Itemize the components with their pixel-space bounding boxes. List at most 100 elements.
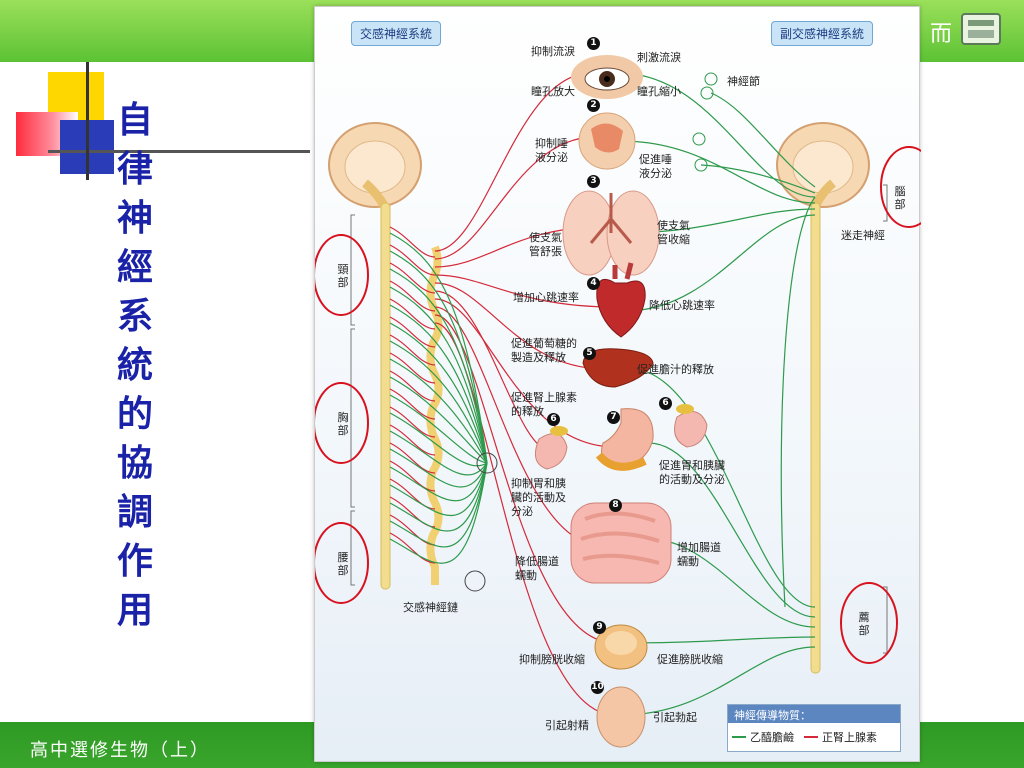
effect-label-genital-left: 引起射精 — [545, 719, 589, 732]
title-char: 經 — [116, 246, 153, 288]
spinal-chain-connection — [389, 244, 436, 276]
lung-illustration — [562, 190, 660, 276]
spinal-chain-connection — [389, 226, 436, 258]
preganglionic-fiber — [389, 430, 488, 476]
cranial-nerve — [700, 164, 816, 194]
parasympathetic-header: 副交感神經系統 — [771, 21, 874, 46]
nerve-pathways — [389, 72, 816, 716]
effect-label-intestine-right: 增加腸道 蠕動 — [677, 541, 721, 568]
effect-label-genital-right: 引起勃起 — [653, 711, 697, 724]
sympathetic-nerve — [434, 322, 616, 716]
preganglionic-fiber — [389, 462, 488, 532]
bladder-illustration — [594, 624, 648, 670]
left-spinal-cord — [380, 202, 391, 590]
title-char: 用 — [116, 589, 153, 631]
effect-label-bladder-left: 抑制膀胱收縮 — [519, 653, 585, 666]
deco-line-vertical — [86, 62, 89, 180]
title-char: 系 — [116, 295, 153, 337]
sympathetic-nerve — [434, 314, 616, 644]
ganglion-circle — [692, 132, 706, 146]
effect-label-stomach-left: 抑制胃和胰 臟的活動及 分泌 — [511, 477, 566, 518]
effect-label-eye-right-top: 刺激流淚 — [637, 51, 681, 64]
ganglion-circle — [464, 570, 486, 592]
title-char: 協 — [116, 442, 153, 484]
number-badge: 5 — [583, 347, 596, 360]
vagus-label: 迷走神經 — [841, 229, 885, 242]
spinal-chain-connection — [389, 316, 436, 348]
effect-label-saliva-right: 促進唾 液分泌 — [639, 153, 672, 180]
parasympathetic-nerve — [648, 538, 816, 628]
parasympathetic-nerve — [620, 646, 816, 716]
parasympathetic-nerve — [620, 140, 816, 204]
kidney-right-illustration — [674, 404, 708, 448]
right-brain-illustration — [776, 122, 870, 209]
effect-label-saliva-left: 抑制唾 液分泌 — [535, 137, 568, 164]
number-badge: 6 — [659, 397, 672, 410]
diagram-canvas — [315, 55, 921, 748]
region-brain: 腦部 — [894, 185, 906, 211]
spinal-chain-connection — [389, 370, 436, 402]
title-char: 統 — [116, 344, 153, 386]
preganglionic-fiber — [389, 394, 488, 464]
effect-label-liver-right: 促進膽汁的釋放 — [637, 363, 714, 376]
stomach-pancreas-illustration — [595, 408, 654, 471]
salivary-gland-illustration — [578, 112, 636, 170]
sympathetic-nerve — [434, 136, 596, 260]
cranial-nerve — [710, 92, 816, 188]
preganglionic-fiber — [389, 462, 488, 502]
spinal-chain-connection — [389, 352, 436, 384]
spinal-chain-connection — [389, 280, 436, 312]
preganglionic-fiber — [389, 340, 488, 464]
ganglion-label: 神經節 — [727, 75, 760, 88]
spinal-chain-connection — [389, 496, 436, 528]
preganglionic-fiber — [389, 232, 488, 464]
ganglion-circle — [476, 452, 498, 474]
parasympathetic-nerve — [620, 636, 816, 644]
effect-label-eye-right-bottom: 瞳孔縮小 — [637, 85, 681, 98]
header-right-text: 而 — [929, 22, 952, 47]
kidney-left-illustration — [534, 426, 568, 470]
preganglionic-fiber — [389, 462, 488, 548]
spinal-chain-connection — [389, 262, 436, 294]
parasympathetic-nerve — [618, 72, 816, 198]
region-sacral: 薦部 — [858, 611, 870, 637]
legend-title: 神經傳導物質： — [728, 705, 900, 723]
eye-illustration — [571, 55, 643, 99]
legend-items: 乙醯膽鹼 正腎上腺素 — [728, 723, 900, 751]
effect-label-heart-left: 增加心跳速率 — [513, 291, 579, 304]
vagus-nerve — [780, 196, 816, 608]
region-waist: 腰部 — [337, 551, 349, 577]
intestine-illustration — [570, 502, 672, 584]
preganglionic-fiber — [389, 448, 488, 488]
preganglionic-fiber — [389, 286, 488, 464]
sympathetic-chain — [426, 245, 443, 585]
legend-red-label: 正腎上腺素 — [822, 731, 877, 744]
effect-label-eye-left-bottom: 瞳孔放大 — [531, 85, 575, 98]
title-char: 作 — [116, 540, 153, 582]
effect-label-lung-left: 使支氣 管舒張 — [529, 231, 562, 258]
legend-swatch-green — [732, 736, 746, 738]
spinal-chain-connection — [389, 406, 436, 438]
preganglionic-fiber — [389, 358, 488, 464]
ganglion-circle — [700, 86, 714, 100]
effect-label-heart-right: 降低心跳速率 — [649, 299, 715, 312]
number-badge: 2 — [587, 99, 600, 112]
effect-label-lung-right: 使支氣 管收縮 — [657, 219, 690, 246]
title-char: 自 — [116, 99, 153, 141]
preganglionic-fiber — [389, 250, 488, 464]
sympathetic-header: 交感神經系統 — [351, 21, 442, 46]
preganglionic-fiber — [389, 376, 488, 464]
region-neck: 頸部 — [337, 263, 349, 289]
number-badge: 1 — [587, 37, 600, 50]
spinal-chain-connection — [389, 532, 436, 564]
genitals-illustration — [596, 686, 646, 748]
parasympathetic-nerve — [648, 442, 816, 618]
right-spinal-cord — [810, 202, 821, 674]
liver-illustration — [582, 348, 654, 388]
ganglion-circle — [704, 72, 718, 86]
effect-label-bladder-right: 促進膀胱收縮 — [657, 653, 723, 666]
left-brain-illustration — [328, 122, 422, 210]
spinal-chain-connection — [389, 334, 436, 366]
region-brackets — [350, 184, 888, 654]
footer-text: 高中選修生物（上） — [30, 740, 210, 761]
